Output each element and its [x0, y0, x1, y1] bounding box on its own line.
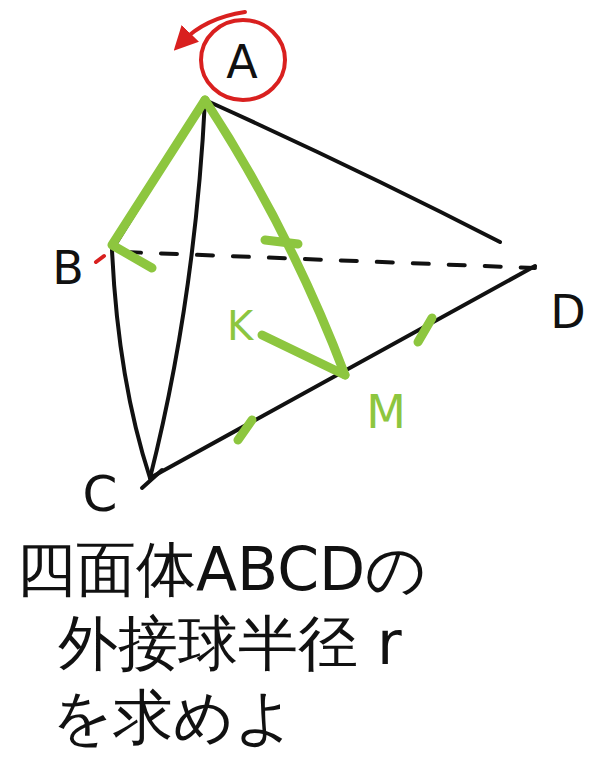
red-mark: [96, 256, 104, 262]
problem-text: 外接球半径 r: [58, 610, 402, 676]
problem-text: を求めよ: [52, 684, 295, 750]
vertex-label: B: [52, 243, 84, 294]
edge-ac: [150, 100, 205, 478]
edge-bd-hidden: [125, 252, 535, 268]
vertex-label: D: [550, 287, 585, 338]
green-ab: [112, 100, 205, 268]
vertex-label: A: [226, 37, 257, 88]
edge-ab-bc: [112, 100, 205, 478]
stroke: [142, 470, 162, 488]
green-km: [262, 335, 345, 375]
edge-cd: [150, 266, 535, 478]
tick-mark: [238, 420, 252, 440]
problem-text: 四面体ABCDの: [16, 536, 426, 602]
red-circle: [201, 20, 285, 100]
point-label: M: [366, 387, 406, 438]
tick-mark: [418, 318, 432, 342]
point-label: K: [227, 304, 253, 348]
tick-mark: [265, 240, 298, 244]
green-am: [205, 100, 345, 375]
vertex-label: C: [83, 467, 118, 522]
